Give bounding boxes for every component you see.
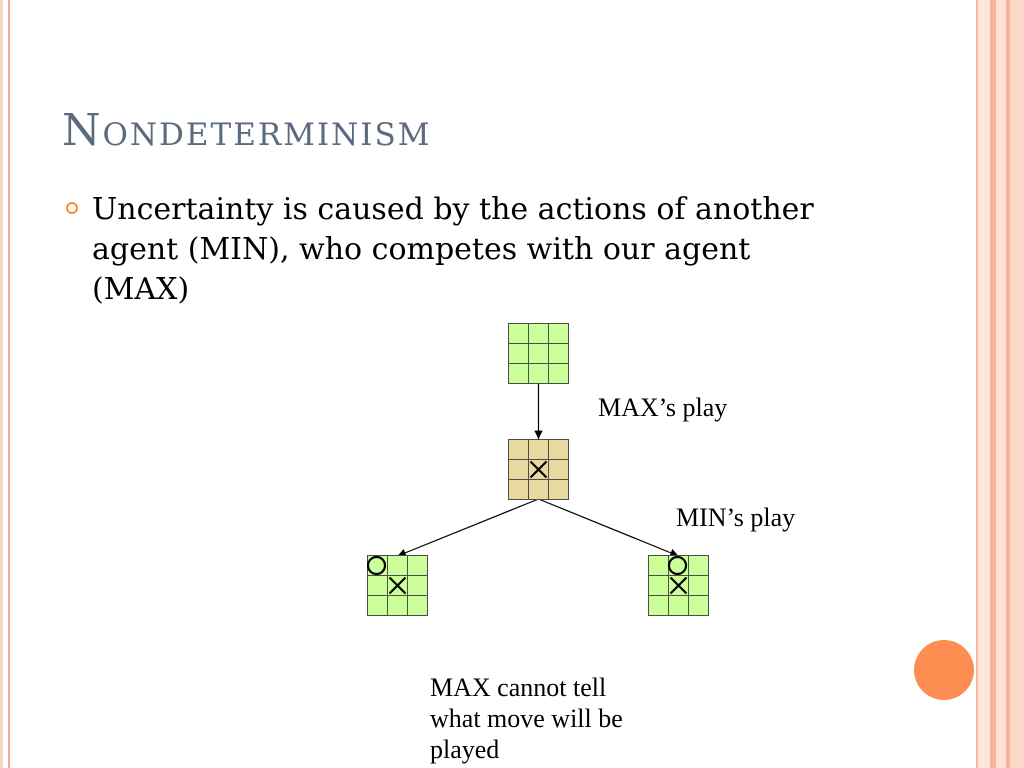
board-cell (688, 555, 709, 576)
board-cell (548, 323, 569, 344)
bullet-text-line: Uncertainty is caused by the actions of … (92, 192, 814, 227)
o-mark (667, 555, 688, 576)
decorative-circle (914, 640, 974, 700)
note-line: MAX cannot tell (430, 673, 607, 702)
board-cell (668, 595, 689, 616)
right-border-stripe (978, 0, 990, 768)
board-cell (407, 555, 428, 576)
board-cell (387, 555, 408, 576)
board-cell (528, 479, 549, 500)
board-cell (367, 595, 388, 616)
note-line: played (430, 735, 500, 764)
note-label: MAX cannot tell what move will be played (430, 672, 623, 765)
left-border-stripe (0, 0, 3, 768)
x-mark (388, 576, 407, 595)
board-cell (528, 363, 549, 384)
board-cell (548, 479, 569, 500)
board-cell (528, 459, 549, 480)
board-cell (387, 595, 408, 616)
board-cell (648, 575, 669, 596)
board-cell (508, 363, 529, 384)
board-cell (528, 343, 549, 364)
board-cell (367, 575, 388, 596)
board-cell (407, 575, 428, 596)
board-min-right (648, 555, 709, 616)
board-cell (528, 439, 549, 460)
arrow-max-move-to-right-reply (538, 498, 679, 557)
arrow-max-move-to-left-reply (397, 498, 539, 557)
right-border-stripe (990, 0, 996, 768)
min-play-label: MIN’s play (676, 503, 796, 532)
left-border-stripe (8, 0, 10, 768)
right-border-stripe (1006, 0, 1010, 768)
ring-bullet-icon (66, 202, 78, 214)
bullet-text-line: agent (MIN), who competes with our agent (92, 232, 751, 267)
o-mark (366, 555, 387, 576)
x-mark (529, 460, 548, 479)
board-root (508, 323, 569, 384)
board-after-max (508, 439, 569, 500)
board-cell (367, 555, 388, 576)
max-play-label: MAX’s play (598, 393, 728, 422)
board-cell (508, 479, 529, 500)
board-cell (548, 439, 569, 460)
board-cell (407, 595, 428, 616)
board-min-left (366, 555, 428, 616)
board-cell (548, 343, 569, 364)
board-cell (508, 439, 529, 460)
slide-title: Nondeterminism (62, 105, 432, 156)
board-cell (668, 555, 689, 576)
board-cell (668, 575, 689, 596)
board-cell (387, 575, 408, 596)
right-border-stripe (996, 0, 1006, 768)
board-cell (508, 459, 529, 480)
bullet-text: Uncertainty is caused by the actions of … (92, 190, 814, 310)
right-border-stripe (1010, 0, 1024, 768)
board-cell (508, 323, 529, 344)
right-border-stripe (976, 0, 978, 768)
board-cell (508, 343, 529, 364)
board-cell (548, 363, 569, 384)
board-cell (648, 595, 669, 616)
x-mark (669, 576, 688, 595)
note-line: what move will be (430, 704, 623, 733)
board-cell (548, 459, 569, 480)
board-cell (648, 555, 669, 576)
board-cell (688, 575, 709, 596)
board-cell (688, 595, 709, 616)
bullet-text-line: (MAX) (92, 272, 190, 307)
board-cell (528, 323, 549, 344)
